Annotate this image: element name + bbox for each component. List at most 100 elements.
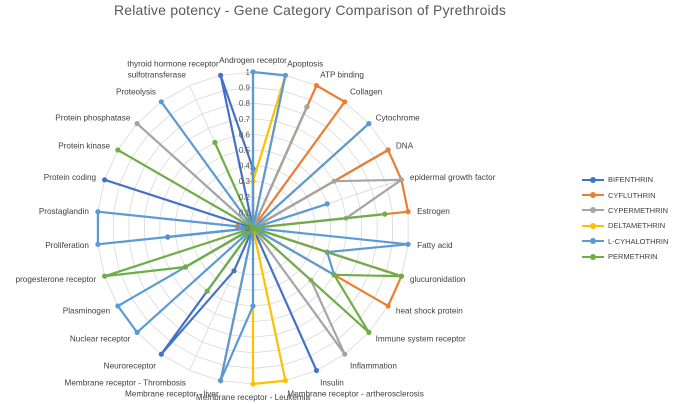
category-label: Membrane receptor - liver [125, 389, 219, 398]
category-label: sulfotransferase [128, 70, 187, 79]
radial-tick-label: 0.8 [239, 99, 251, 108]
data-point [250, 381, 256, 387]
radial-tick-label: 0.1 [239, 208, 251, 217]
data-point [398, 273, 404, 279]
category-label: ATP binding [320, 70, 364, 79]
legend-item: CYFLUTHRIN [582, 187, 668, 202]
data-point [158, 99, 164, 105]
legend-label: CYPERMETHRIN [608, 205, 669, 215]
data-point [366, 329, 372, 335]
series-permethrin [102, 139, 404, 335]
data-point [102, 273, 108, 279]
category-label: epidermal growth factor [410, 173, 496, 182]
radial-ticks: 00.10.20.30.40.50.60.70.80.91 [239, 68, 251, 233]
data-point [313, 367, 320, 374]
category-label: Nuclear receptor [70, 334, 131, 343]
category-label: Androgen receptor [219, 56, 287, 65]
category-label: Membrane receptor - artherosclerosis [287, 389, 424, 398]
data-point [95, 241, 101, 247]
data-point [158, 351, 164, 357]
legend-label: DELTAMETHRIN [608, 221, 666, 231]
category-label: Fatty acid [417, 241, 453, 250]
legend-swatch [582, 237, 604, 245]
radial-tick-label: 0.4 [239, 162, 251, 171]
legend-swatch [582, 191, 604, 199]
chart-legend: BIFENTHRIN CYFLUTHRIN CYPERMETHRIN DELTAMET… [582, 172, 668, 264]
data-point [282, 72, 288, 78]
data-point [250, 303, 256, 309]
radial-tick-label: 1 [246, 68, 251, 77]
category-label: glucuronidation [410, 275, 466, 284]
data-point [342, 351, 348, 357]
category-label: Cytochrome [376, 114, 421, 123]
radial-tick-label: 0 [246, 224, 251, 233]
data-point [115, 147, 121, 153]
legend-item: BIFENTHRIN [582, 172, 668, 187]
radial-tick-label: 0.5 [239, 146, 251, 155]
data-point [324, 201, 330, 207]
category-label: DNA [396, 142, 414, 151]
category-label: Insulin [320, 379, 344, 388]
data-point [102, 177, 108, 183]
data-point [218, 72, 224, 78]
series-line [103, 141, 403, 334]
data-point [342, 99, 348, 105]
category-label: Protein kinase [58, 142, 110, 151]
category-label: heat shock protein [396, 307, 463, 316]
data-point [366, 121, 372, 127]
data-point [250, 225, 256, 231]
legend-label: L-CYHALOTHRIN [608, 236, 669, 246]
category-label: Proliferation [45, 241, 89, 250]
data-point [331, 272, 337, 278]
legend-swatch [582, 176, 604, 184]
category-label: Protein coding [44, 173, 97, 182]
data-point [405, 241, 411, 247]
data-point [331, 178, 337, 184]
legend-item: CYPERMETHRIN [582, 203, 668, 218]
legend-swatch [582, 206, 604, 214]
legend-swatch-marker [590, 207, 596, 214]
legend-label: BIFENTHRIN [608, 175, 653, 185]
chart-title: Relative potency - Gene Category Compari… [113, 2, 507, 18]
legend-swatch-marker [590, 222, 596, 229]
data-point [385, 147, 391, 153]
legend-swatch-marker [590, 238, 596, 245]
category-label: Protein phosphatase [55, 114, 131, 123]
category-label: Collagen [350, 88, 383, 97]
category-label: Membrane receptor - Leukemia [196, 393, 311, 402]
legend-item: L-CYHALOTHRIN [582, 234, 668, 249]
category-label: Neuroreceptor [104, 362, 157, 371]
data-point [204, 288, 210, 294]
legend-item: PERMETHRIN [582, 249, 668, 264]
data-point [282, 378, 288, 384]
category-label: Membrane receptor - Thrombosis [65, 379, 186, 388]
category-label: Prostaglandin [39, 207, 90, 216]
legend-swatch [582, 222, 604, 230]
data-point [385, 303, 391, 309]
data-point [134, 329, 140, 335]
data-point [212, 139, 218, 146]
category-label: Estrogen [417, 207, 450, 216]
legend-label: CYFLUTHRIN [608, 190, 656, 200]
data-point [313, 82, 320, 89]
legend-swatch-marker [590, 176, 596, 183]
legend-label: PERMETHRIN [608, 252, 658, 262]
data-point [304, 104, 310, 110]
data-point [95, 209, 101, 215]
data-point [218, 378, 224, 384]
legend-swatch-marker [590, 192, 596, 199]
radial-tick-label: 0.3 [239, 177, 251, 186]
category-label: Immune system receptor [376, 334, 466, 343]
category-label: Apoptosis [287, 60, 323, 69]
data-point [398, 177, 404, 183]
data-point [134, 121, 140, 127]
legend-swatch [582, 253, 604, 261]
legend-item: DELTAMETHRIN [582, 218, 668, 233]
category-label: Proteolysis [116, 88, 156, 97]
category-label: progesterone receptor [16, 275, 97, 284]
legend-swatch-marker [590, 253, 596, 260]
radial-tick-label: 0.2 [239, 193, 251, 202]
data-point [382, 211, 388, 217]
